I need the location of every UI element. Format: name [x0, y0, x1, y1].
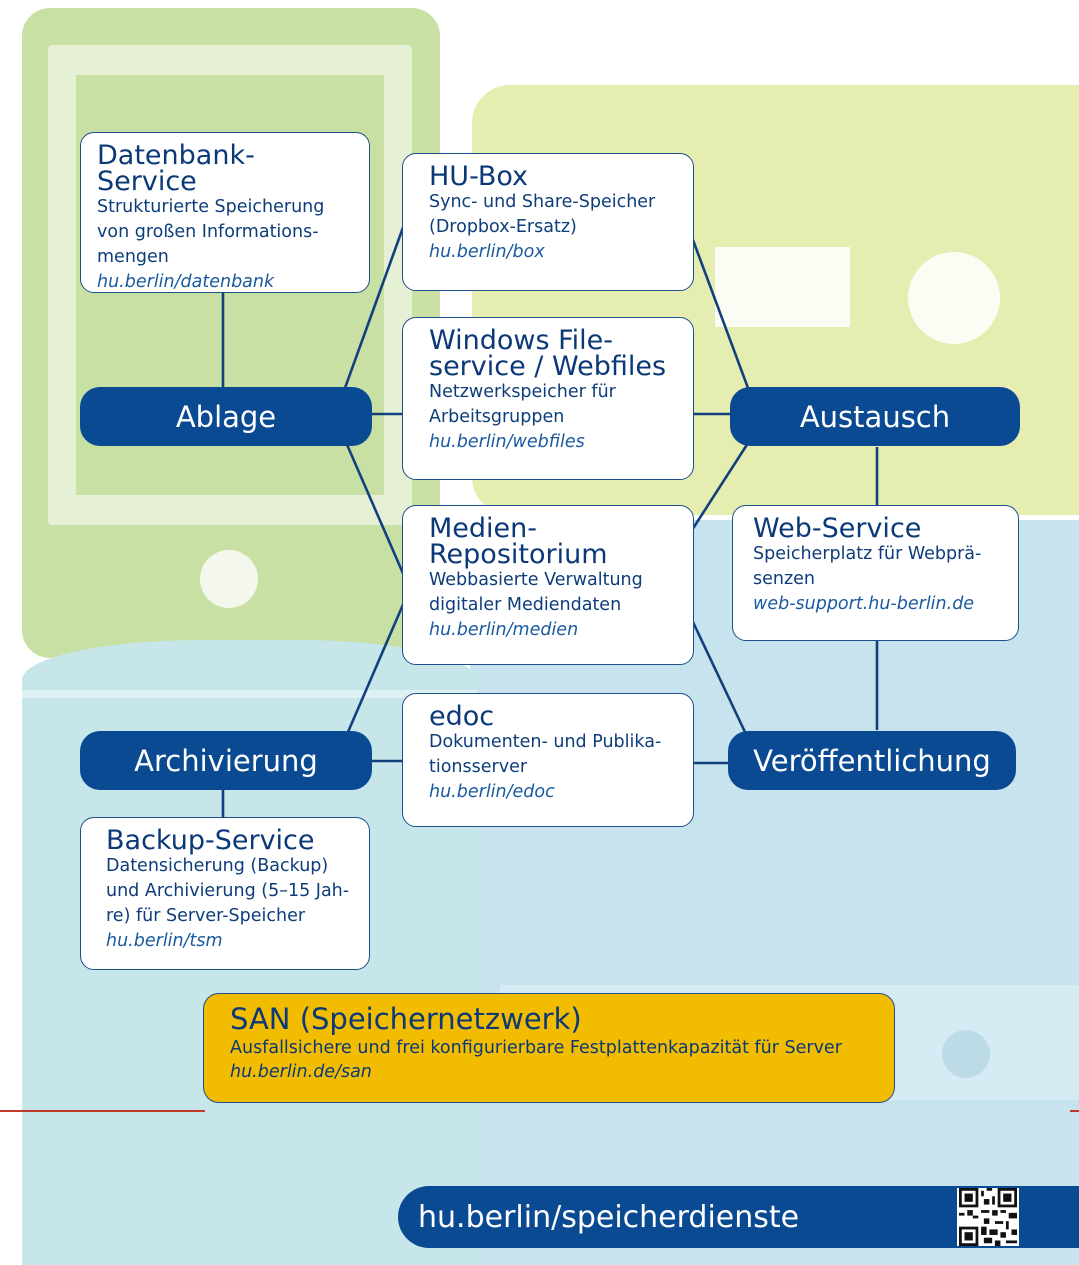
node-ablage: Ablage — [80, 387, 372, 446]
device-slot-illustration — [715, 247, 850, 327]
connector-hubox-austausch — [688, 231, 750, 389]
divider-line-right — [1070, 1110, 1079, 1112]
connector-medien-austausch — [690, 439, 752, 531]
card-title: HU-Box — [429, 161, 529, 192]
card-hu-box: HU-Box Sync- und Share-Speicher (Dropbox… — [402, 153, 694, 291]
card-description: Speicherplatz für Webprä- senzen — [753, 544, 982, 589]
card-link[interactable]: hu.berlin/datenbank — [97, 272, 275, 292]
card-link[interactable]: hu.berlin/tsm — [106, 931, 223, 951]
card-title: Backup-Service — [106, 825, 315, 856]
card-datenbank-service: Datenbank-Service Strukturierte Speicher… — [80, 132, 370, 293]
connector-medien-archivierung — [346, 599, 407, 733]
card-web-service: Web-Service Speicherplatz für Webprä- se… — [732, 505, 1019, 641]
card-description: Dokumenten- und Publika- tionsserver — [429, 732, 662, 777]
san-title: SAN (Speichernetzwerk) — [230, 1002, 582, 1036]
card-title: Datenbank-Service — [97, 140, 255, 197]
card-windows-fileservice: Windows File- service / Webfiles Netzwer… — [402, 317, 694, 480]
card-description: Strukturierte Speicherung von großen Inf… — [97, 197, 325, 267]
card-description: Datensicherung (Backup) und Archivierung… — [106, 856, 350, 926]
card-description: Netzwerkspeicher für Arbeitsgruppen — [429, 382, 616, 427]
node-austausch: Austausch — [730, 387, 1020, 446]
connector-ablage-hubox — [343, 221, 407, 389]
connector-ablage-medien — [343, 439, 407, 579]
card-san: SAN (Speichernetzwerk) Ausfallsichere un… — [203, 993, 895, 1103]
card-link[interactable]: hu.berlin/webfiles — [429, 432, 585, 452]
node-archivierung: Archivierung — [80, 731, 372, 790]
card-title: Medien- Repositorium — [429, 513, 608, 570]
database-band-illustration — [22, 690, 477, 698]
card-edoc: edoc Dokumenten- und Publika- tionsserve… — [402, 693, 694, 827]
card-link[interactable]: web-support.hu-berlin.de — [753, 594, 975, 614]
tablet-button-illustration — [200, 550, 258, 608]
device-circle-illustration — [908, 252, 1000, 344]
card-title: Web-Service — [753, 513, 922, 544]
footer-url[interactable]: hu.berlin/speicherdienste — [418, 1199, 800, 1235]
card-description: Webbasierte Verwaltung digitaler Mediend… — [429, 570, 643, 615]
card-backup-service: Backup-Service Datensicherung (Backup) u… — [80, 817, 370, 970]
card-title: Windows File- service / Webfiles — [429, 325, 667, 382]
node-veroeffentlichung: Veröffentlichung — [728, 731, 1016, 790]
connector-medien-veroeffentlichung — [690, 619, 747, 733]
san-description: Ausfallsichere und frei konfigurierbare … — [230, 1038, 842, 1058]
divider-line — [0, 1110, 205, 1112]
card-link[interactable]: hu.berlin/edoc — [429, 782, 555, 802]
qr-code-icon — [957, 1188, 1019, 1246]
card-link[interactable]: hu.berlin/medien — [429, 620, 579, 640]
server-knob-illustration — [942, 1030, 990, 1078]
card-medien-repositorium: Medien- Repositorium Webbasierte Verwalt… — [402, 505, 694, 665]
card-title: edoc — [429, 701, 495, 732]
card-link[interactable]: hu.berlin/box — [429, 242, 545, 262]
card-description: Sync- und Share-Speicher (Dropbox-Ersatz… — [429, 192, 656, 237]
san-link[interactable]: hu.berlin.de/san — [230, 1062, 372, 1082]
